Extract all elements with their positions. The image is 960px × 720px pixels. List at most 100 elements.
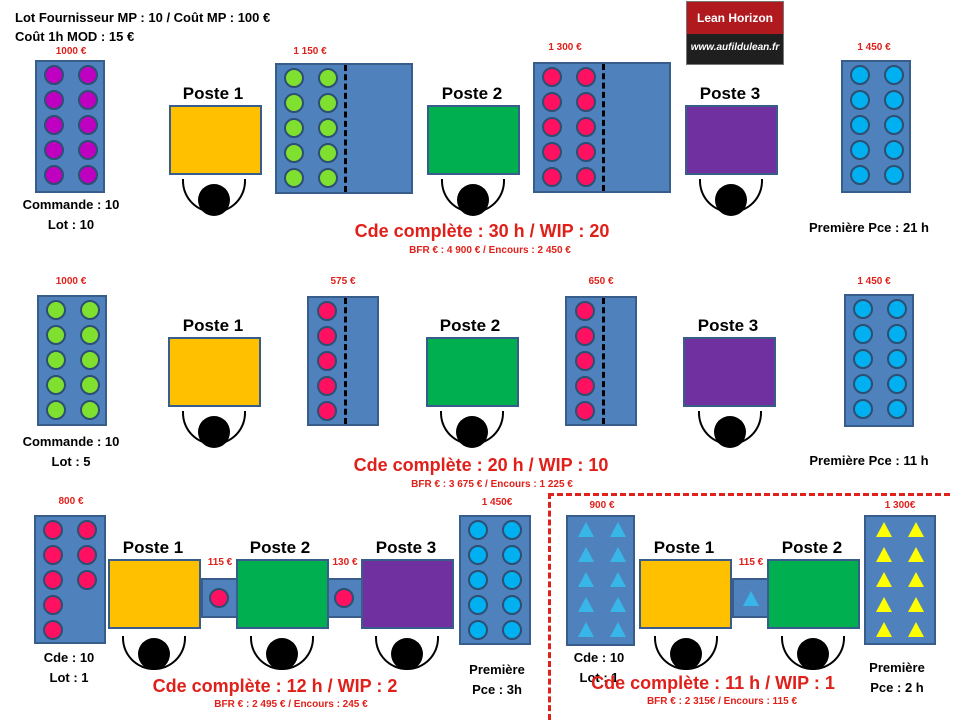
part-circle: [317, 326, 337, 346]
s3-operator-2-head: [266, 638, 298, 670]
part-circle: [78, 90, 98, 110]
part-circle: [468, 570, 488, 590]
part-triangle: [578, 597, 594, 612]
s3-poste-3-label: Poste 3: [375, 538, 437, 557]
s1-premiere-piece: Première Pce : 21 h: [809, 220, 929, 235]
s4-stock-rack: [566, 515, 635, 646]
rack-divider: [344, 298, 347, 424]
part-circle: [44, 65, 64, 85]
s2-poste-1-station: [168, 337, 261, 407]
part-triangle: [610, 572, 626, 587]
s4-premiere-line-2: Pce : 2 h: [870, 680, 924, 695]
s3-price-stock: 800 €: [58, 496, 84, 507]
part-circle: [542, 67, 562, 87]
s1-poste-2-station: [427, 105, 520, 175]
s2-output-rack: [844, 294, 914, 427]
part-circle: [887, 299, 907, 319]
s3-poste-3-station: [361, 559, 454, 629]
s3-output-rack: [459, 515, 531, 645]
s4-poste-2-station: [767, 559, 860, 629]
part-circle: [43, 545, 63, 565]
dashed-separator-horizontal: [548, 493, 950, 496]
s1-poste-3-station: [685, 105, 778, 175]
part-circle: [576, 142, 596, 162]
part-triangle: [876, 622, 892, 637]
s1-poste-2-label: Poste 2: [441, 84, 503, 103]
part-circle: [575, 301, 595, 321]
part-circle: [853, 299, 873, 319]
s1-price-buffer-2: 1 300 €: [548, 42, 582, 53]
part-circle: [284, 168, 304, 188]
s1-price-output: 1 450 €: [857, 42, 891, 53]
part-circle: [43, 595, 63, 615]
s3-commande: Cde : 10: [43, 650, 95, 665]
part-circle: [542, 167, 562, 187]
s2-lot: Lot : 5: [51, 454, 91, 469]
s2-operator-2-head: [456, 416, 488, 448]
part-circle: [502, 595, 522, 615]
part-circle: [884, 140, 904, 160]
s2-buffer-rack-2: [565, 296, 637, 426]
s4-operator-1-head: [670, 638, 702, 670]
s1-operator-2-head: [457, 184, 489, 216]
part-circle: [576, 67, 596, 87]
part-circle: [884, 65, 904, 85]
s4-lot: Lot : 1: [579, 670, 619, 685]
part-circle: [78, 65, 98, 85]
part-circle: [502, 620, 522, 640]
part-triangle: [610, 547, 626, 562]
part-circle: [284, 143, 304, 163]
part-circle: [542, 92, 562, 112]
s3-price-buffer-2: 130 €: [332, 557, 358, 568]
s4-cde-complete: Cde complète : 11 h / WIP : 1: [591, 673, 835, 693]
part-circle: [576, 167, 596, 187]
s1-output-rack: [841, 60, 911, 193]
part-circle: [317, 301, 337, 321]
part-circle: [44, 165, 64, 185]
s1-poste-3-label: Poste 3: [699, 84, 761, 103]
part-circle: [317, 376, 337, 396]
part-triangle: [578, 547, 594, 562]
s1-commande: Commande : 10: [22, 197, 120, 212]
logo-url: www.aufildulean.fr: [690, 42, 780, 53]
part-circle: [44, 115, 64, 135]
part-circle: [80, 325, 100, 345]
part-circle: [209, 588, 229, 608]
part-triangle: [908, 522, 924, 537]
rack-divider: [602, 64, 605, 191]
lean-horizon-logo: Lean Horizon www.aufildulean.fr: [686, 1, 784, 65]
part-triangle: [876, 572, 892, 587]
part-circle: [575, 401, 595, 421]
part-triangle: [876, 522, 892, 537]
part-circle: [284, 68, 304, 88]
s1-operator-3-head: [715, 184, 747, 216]
s2-poste-2-label: Poste 2: [439, 316, 501, 335]
part-circle: [887, 324, 907, 344]
s1-cde-complete: Cde complète : 30 h / WIP : 20: [354, 221, 610, 241]
rack-divider: [602, 298, 605, 424]
s3-cde-complete: Cde complète : 12 h / WIP : 2: [152, 676, 398, 696]
part-triangle: [610, 522, 626, 537]
part-circle: [887, 374, 907, 394]
part-circle: [576, 117, 596, 137]
s2-price-stock: 1000 €: [55, 276, 87, 287]
s4-price-stock: 900 €: [589, 500, 615, 511]
part-triangle: [610, 622, 626, 637]
part-circle: [468, 520, 488, 540]
s2-operator-3-head: [714, 416, 746, 448]
part-circle: [80, 400, 100, 420]
part-triangle: [876, 597, 892, 612]
part-triangle: [908, 547, 924, 562]
part-circle: [853, 349, 873, 369]
rack-divider: [344, 65, 347, 192]
s1-stock-rack: [35, 60, 105, 193]
part-circle: [46, 350, 66, 370]
s4-buffer-rack: [732, 578, 769, 618]
s4-poste-2-label: Poste 2: [781, 538, 843, 557]
part-circle: [884, 115, 904, 135]
part-circle: [46, 325, 66, 345]
part-circle: [318, 93, 338, 113]
part-circle: [884, 90, 904, 110]
s2-price-output: 1 450 €: [857, 276, 891, 287]
s2-cde-complete: Cde complète : 20 h / WIP : 10: [353, 455, 609, 475]
